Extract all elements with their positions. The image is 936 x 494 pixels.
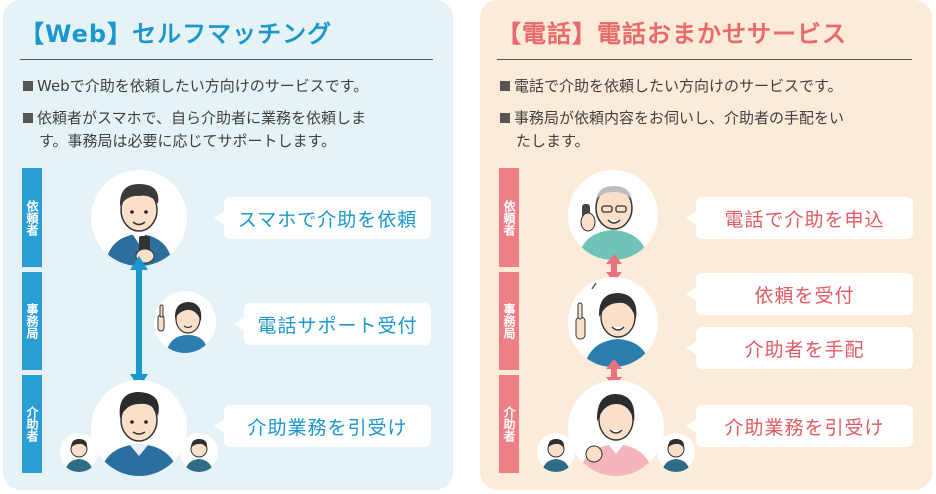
- speech-bubble: スマホで介助を依頼: [214, 197, 431, 239]
- speech-bubble: 電話で介助を申込: [686, 197, 913, 239]
- role-tag-label: 介助者: [25, 406, 39, 442]
- web-service-panel: 【Web】セルフマッチング Webで介助を依頼したい方向けのサービスです。 依頼…: [3, 0, 453, 490]
- description-text-cont: たします。: [516, 132, 590, 150]
- phone-service-panel: 【電話】電話おまかせサービス 電話で介助を依頼したい方向けのサービスです。 事務…: [480, 0, 932, 490]
- small-person-icon: [536, 432, 576, 472]
- bubble-text: スマホで介助を依頼: [237, 208, 418, 231]
- square-bullet-icon: [500, 81, 510, 91]
- role-tag-requester: 依頼者: [22, 168, 42, 267]
- description-text: Webで介助を依頼したい方向けのサービスです。: [37, 77, 369, 95]
- speech-bubble: 電話サポート受付: [234, 303, 431, 345]
- description-text-cont: す。事務局は必要に応じてサポートします。: [39, 132, 337, 150]
- operator-woman-icon: [154, 291, 216, 353]
- caregiver-man-icon: [91, 380, 187, 476]
- bubble-text: 依頼を受付: [754, 284, 855, 307]
- bubble-text: 電話サポート受付: [257, 314, 418, 337]
- description-1: 電話で介助を依頼したい方向けのサービスです。: [500, 75, 914, 98]
- panel-title: 【Web】セルフマッチング: [20, 20, 333, 48]
- smartphone-man-icon: [91, 170, 187, 266]
- role-tag-office: 事務局: [22, 272, 42, 370]
- description-text: 電話で介助を依頼したい方向けのサービスです。: [514, 77, 843, 95]
- role-tag-label: 介助者: [502, 406, 516, 442]
- caregiver-woman-icon: [568, 380, 664, 476]
- speech-bubble: 介助業務を引受け: [686, 405, 913, 447]
- double-arrow-icon: [130, 256, 148, 388]
- title-divider: [497, 59, 912, 60]
- square-bullet-icon: [23, 81, 33, 91]
- small-person-icon: [179, 432, 219, 472]
- role-tag-office: 事務局: [499, 272, 519, 370]
- bubble-text: 介助者を手配: [744, 338, 865, 361]
- small-person-icon: [59, 432, 99, 472]
- role-tag-label: 依頼者: [25, 199, 39, 236]
- description-1: Webで介助を依頼したい方向けのサービスです。: [23, 75, 435, 98]
- role-tag-label: 事務局: [502, 303, 516, 339]
- description-text: 事務局が依頼内容をお伺いし、介助者の手配をい: [514, 109, 845, 127]
- speech-bubble: 依頼を受付: [686, 273, 913, 315]
- description-2: 事務局が依頼内容をお伺いし、介助者の手配をい たします。: [500, 107, 914, 153]
- operator-woman-icon: [568, 277, 658, 367]
- bubble-text: 介助業務を引受け: [724, 416, 885, 439]
- description-2: 依頼者がスマホで、自ら介助者に業務を依頼しま す。事務局は必要に応じてサポートし…: [23, 107, 435, 153]
- title-divider: [20, 59, 433, 60]
- square-bullet-icon: [23, 113, 33, 123]
- role-tag-label: 事務局: [25, 303, 39, 339]
- square-bullet-icon: [500, 113, 510, 123]
- panel-title: 【電話】電話おまかせサービス: [497, 20, 847, 48]
- role-tag-requester: 依頼者: [499, 168, 519, 267]
- speech-bubble: 介助者を手配: [686, 327, 913, 369]
- bubble-text: 介助業務を引受け: [247, 416, 408, 439]
- role-tag-caregiver: 介助者: [22, 375, 42, 473]
- elderly-phone-man-icon: [568, 170, 658, 260]
- role-tag-caregiver: 介助者: [499, 375, 519, 473]
- bubble-text: 電話で介助を申込: [724, 208, 885, 231]
- role-tag-label: 依頼者: [502, 199, 516, 236]
- description-text: 依頼者がスマホで、自ら介助者に業務を依頼しま: [37, 109, 366, 127]
- small-person-icon: [656, 432, 696, 472]
- speech-bubble: 介助業務を引受け: [214, 405, 431, 447]
